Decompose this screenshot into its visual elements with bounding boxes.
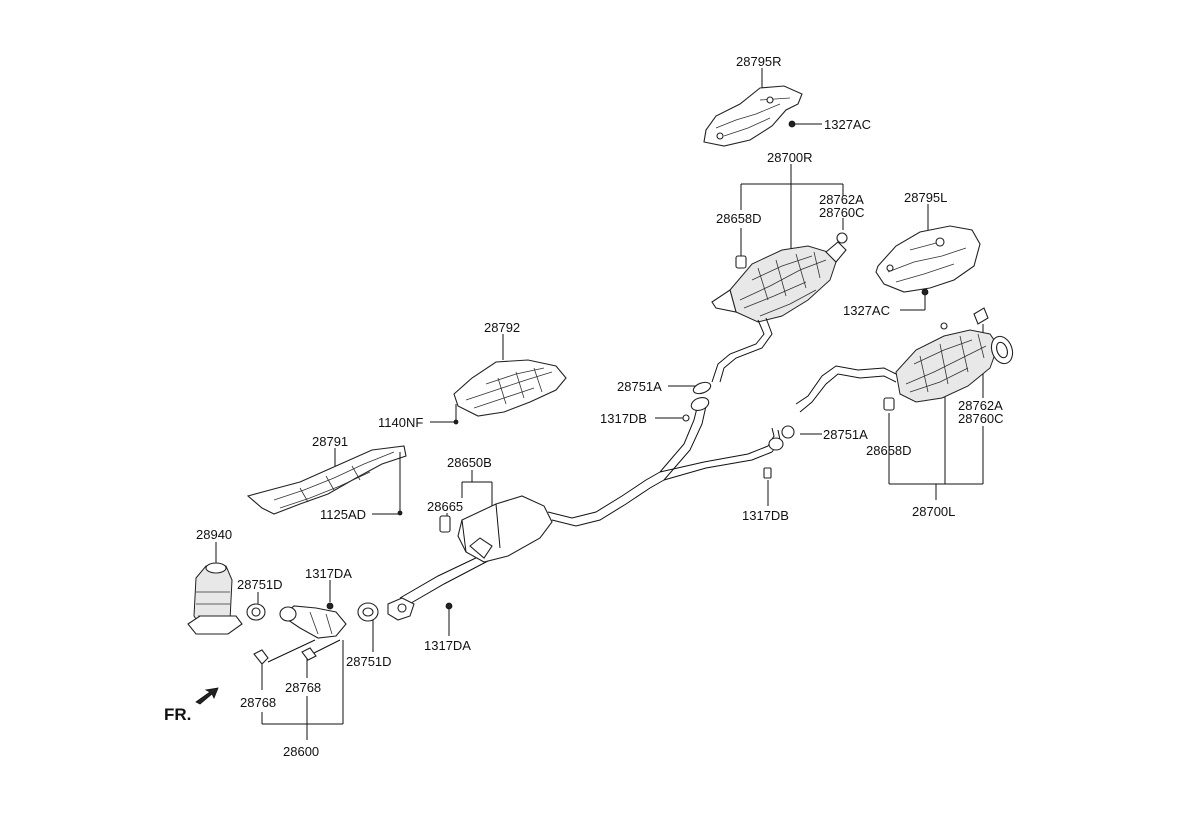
label-28600: 28600: [283, 744, 319, 759]
label-front-direction: FR.: [164, 705, 191, 724]
muffler-28700r: [711, 232, 848, 383]
label-28700r: 28700R: [767, 150, 813, 165]
front-pipe-28600: [253, 597, 453, 665]
label-28751a-right: 28751A: [823, 427, 868, 442]
label-28768-right: 28768: [285, 680, 321, 695]
label-28762a-top: 28762A: [819, 192, 864, 207]
heat-shield-28795r: [703, 85, 803, 147]
muffler-28700l: [795, 307, 1014, 413]
label-28768-left: 28768: [240, 695, 276, 710]
label-28792: 28792: [484, 320, 520, 335]
heat-shield-28795l: [875, 225, 981, 296]
label-28751d-left: 28751D: [237, 577, 283, 592]
label-1327ac-top: 1327AC: [824, 117, 871, 132]
label-28700l: 28700L: [912, 504, 955, 519]
label-28658d-right: 28658D: [866, 443, 912, 458]
label-1317db-top: 1317DB: [600, 411, 647, 426]
label-1140nf: 1140NF: [378, 415, 423, 430]
label-28751a-left: 28751A: [617, 379, 662, 394]
label-28762a-right: 28762A: [958, 398, 1003, 413]
heat-shield-28792: [453, 359, 567, 425]
center-muffler-28650b: [399, 381, 795, 607]
label-1125ad: 1125AD: [320, 507, 366, 522]
label-1317da-right: 1317DA: [424, 638, 471, 653]
label-28760c-top: 28760C: [819, 205, 865, 220]
label-28791: 28791: [312, 434, 348, 449]
label-28650b: 28650B: [447, 455, 492, 470]
label-1327ac-mid: 1327AC: [843, 303, 890, 318]
catalytic-converter-28940: [187, 562, 266, 635]
label-28751d-right: 28751D: [346, 654, 392, 669]
front-direction-arrow: [195, 687, 219, 705]
label-28795r: 28795R: [736, 54, 782, 69]
heat-shield-28791: [246, 445, 407, 516]
label-28665: 28665: [427, 499, 463, 514]
label-28760c-right: 28760C: [958, 411, 1004, 426]
part-labels: 28795R 1327AC 28700R 28658D 28762A 28760…: [164, 54, 1004, 759]
label-28940: 28940: [196, 527, 232, 542]
label-1317da-top: 1317DA: [305, 566, 352, 581]
label-28658d-top: 28658D: [716, 211, 762, 226]
label-1317db-bottom: 1317DB: [742, 508, 789, 523]
leader-lines: [215, 68, 984, 740]
label-28795l: 28795L: [904, 190, 947, 205]
